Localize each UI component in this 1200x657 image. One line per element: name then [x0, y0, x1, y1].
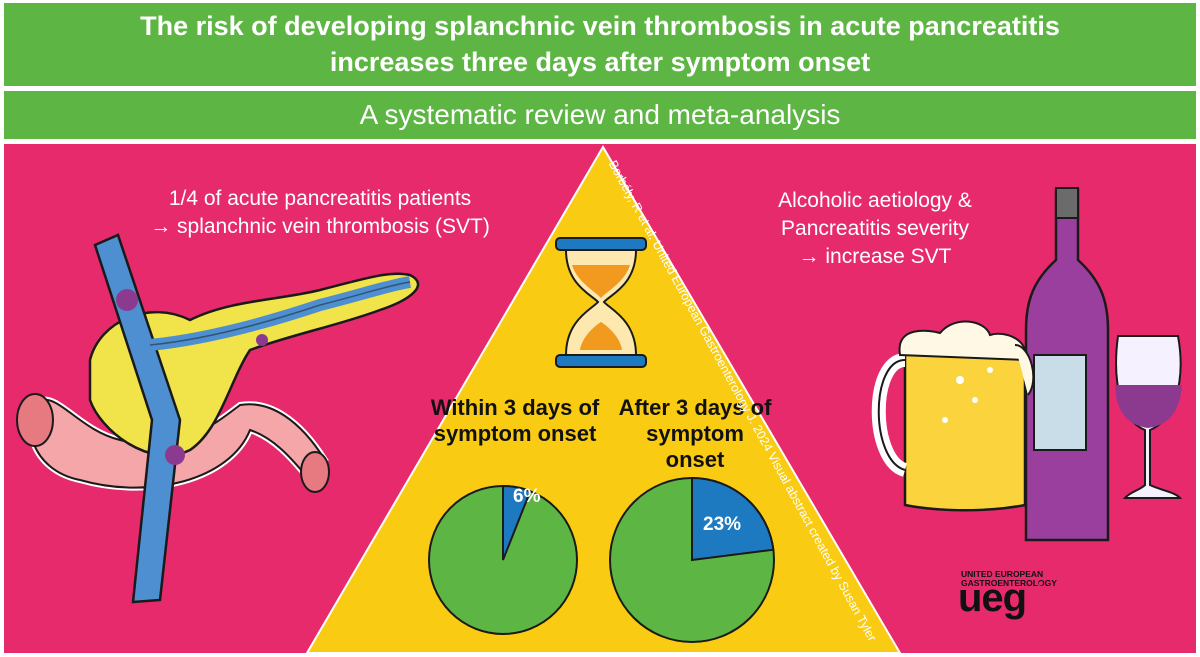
right-line-1: Alcoholic aetiology &	[778, 189, 972, 212]
title-line-2: increases three days after symptom onset	[329, 47, 871, 77]
subtitle: A systematic review and meta-analysis	[359, 99, 841, 130]
drinks-illustration	[871, 187, 1183, 542]
within-percent: 6%	[513, 486, 541, 507]
within-3-days-label: Within 3 days of symptom onset	[430, 395, 600, 446]
right-panel-text: Alcoholic aetiology & Pancreatitis sever…	[755, 187, 995, 271]
logo-small-text: UNITED EUROPEAN GASTROENTEROLOGY	[961, 569, 1057, 588]
title-banner: The risk of developing splanchnic vein t…	[4, 3, 1196, 86]
logo-ueg: ueg	[958, 576, 1027, 620]
left-panel-text: 1/4 of acute pancreatitis patients → spl…	[105, 185, 535, 241]
logo-journal: journal	[1036, 576, 1150, 620]
pie-within-slice	[502, 484, 532, 561]
after-percent: 23%	[703, 514, 742, 535]
ueg-journal-logo: ueg journal	[958, 576, 1150, 621]
after-3-days-label: After 3 days of symptom onset	[618, 395, 772, 472]
title-line-1: The risk of developing splanchnic vein t…	[140, 11, 1060, 41]
left-line-1: 1/4 of acute pancreatitis patients	[168, 187, 472, 210]
right-line-3: → increase SVT	[798, 245, 952, 268]
left-line-2: → splanchnic vein thrombosis (SVT)	[150, 215, 490, 238]
subtitle-banner: A systematic review and meta-analysis	[4, 91, 1196, 139]
right-line-2: Pancreatitis severity	[781, 217, 969, 240]
pie-charts	[428, 476, 775, 643]
hourglass-icon	[555, 237, 647, 368]
pancreas-illustration	[16, 233, 420, 604]
pie-after-slice	[691, 476, 775, 562]
